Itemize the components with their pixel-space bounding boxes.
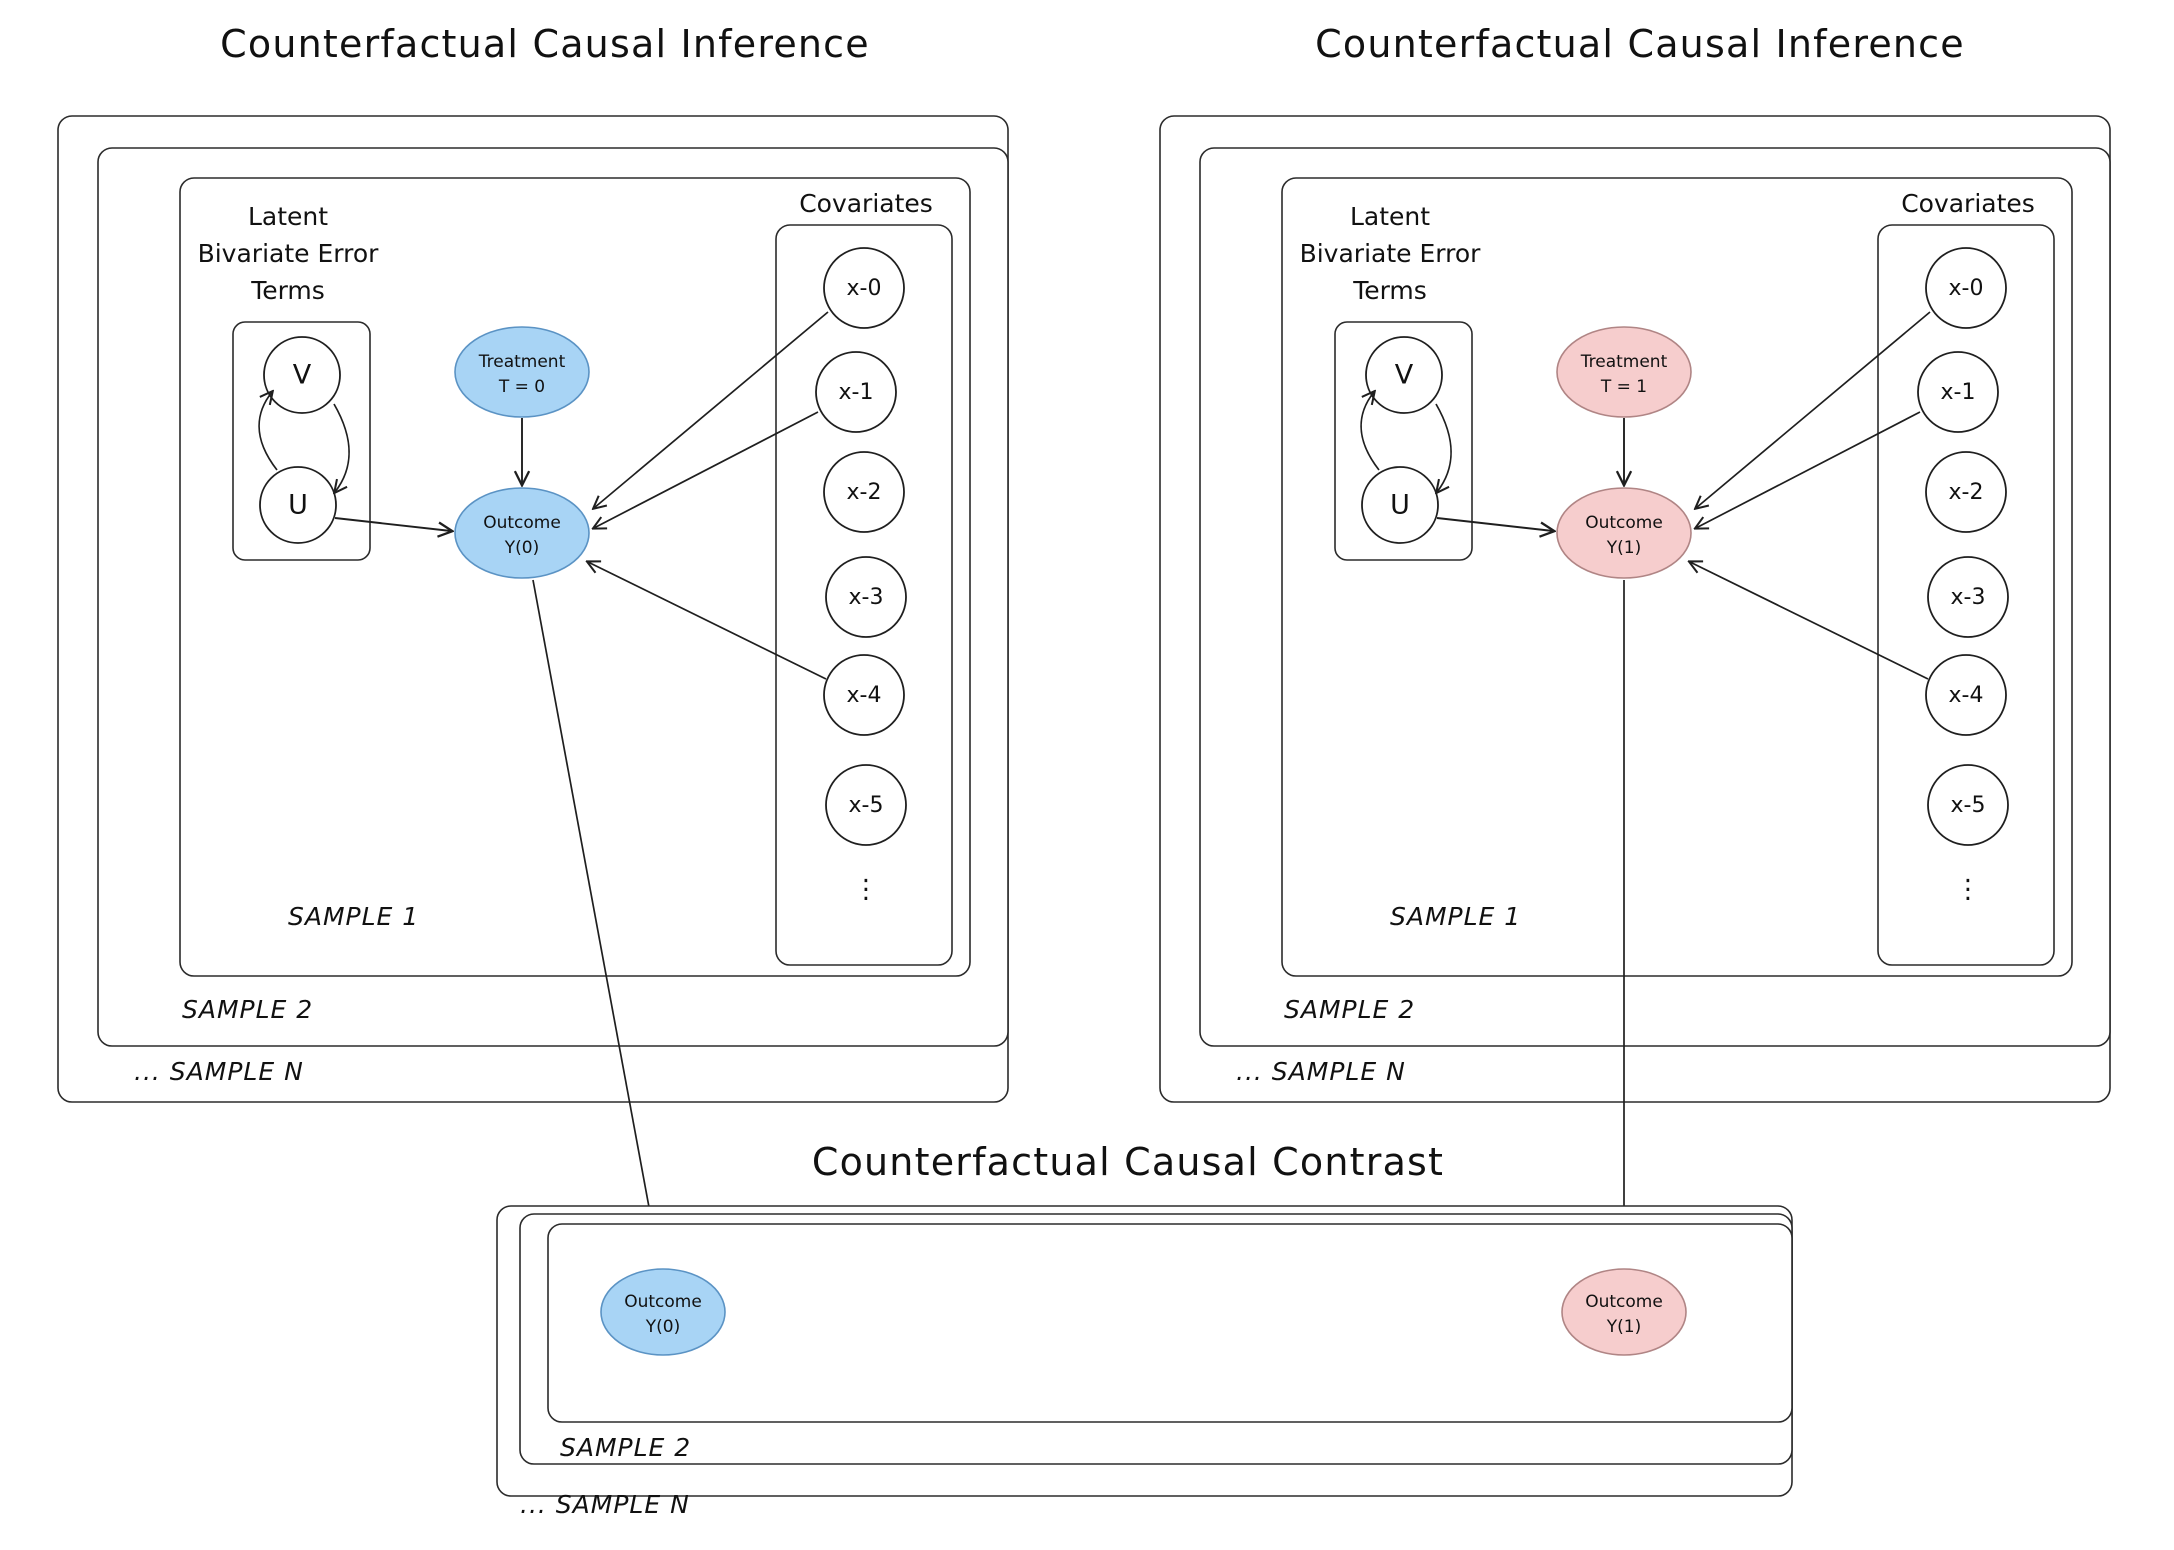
bottom-sample-2-label: SAMPLE 2 (560, 1433, 691, 1462)
left-treatment-node[interactable] (454, 326, 590, 418)
right-covariates-ellipsis: ⋮ (1955, 875, 1981, 905)
left-covariate-x0-label: x-0 (847, 276, 882, 301)
left-outcome-line2: Y(0) (504, 538, 539, 558)
right-latent-label-line2: Bivariate Error (1300, 239, 1482, 268)
left-edge-x4-outcome (588, 562, 827, 680)
right-latent-label-line1: Latent (1350, 202, 1430, 231)
right-covariates-label: Covariates (1901, 189, 2035, 218)
right-treatment-line2: T = 1 (1600, 377, 1647, 397)
bottom-outcome-control-line1: Outcome (624, 1292, 702, 1312)
left-covariate-x2-label: x-2 (847, 480, 882, 505)
left-edge-outcome-to-contrast (532, 579, 656, 1245)
left-latent-label-line3: Terms (250, 276, 325, 305)
left-treatment-line2: T = 0 (498, 377, 545, 397)
left-covariate-x4[interactable] (823, 654, 905, 736)
right-covariate-x2[interactable] (1925, 451, 2007, 533)
right-edge-x4-outcome (1690, 562, 1929, 680)
bottom-outcome-treated-node[interactable] (1561, 1268, 1687, 1356)
right-node-v[interactable] (1365, 336, 1443, 414)
right-panel-group: SAMPLE 1 SAMPLE 2 ... SAMPLE N Latent Bi… (1159, 115, 2111, 1245)
right-panel-title: Counterfactual Causal Inference (1315, 22, 1965, 66)
left-node-u-label: U (288, 490, 308, 521)
left-node-v-label: V (293, 360, 312, 391)
left-edge-x1-outcome (594, 411, 819, 528)
left-edge-x0-outcome (594, 311, 829, 508)
left-covariates-ellipsis: ⋮ (853, 875, 879, 905)
bottom-outcome-treated-line1: Outcome (1585, 1292, 1663, 1312)
left-covariate-x3[interactable] (825, 556, 907, 638)
left-covariate-x5[interactable] (825, 764, 907, 846)
right-node-u-label: U (1390, 490, 1410, 521)
bottom-outcome-control-node[interactable] (600, 1268, 726, 1356)
right-treatment-line1: Treatment (1580, 352, 1668, 372)
left-covariate-x4-label: x-4 (847, 683, 882, 708)
left-covariate-x0[interactable] (823, 247, 905, 329)
right-sample-2-label: SAMPLE 2 (1284, 995, 1415, 1024)
left-latent-label-line2: Bivariate Error (198, 239, 380, 268)
right-covariate-x3-label: x-3 (1951, 585, 1986, 610)
left-covariate-x1[interactable] (815, 351, 897, 433)
right-covariate-x2-label: x-2 (1949, 480, 1984, 505)
left-covariate-x1-label: x-1 (839, 380, 874, 405)
bottom-sample-1-frame (547, 1223, 1793, 1423)
left-latent-label-line1: Latent (248, 202, 328, 231)
bottom-outcome-control-line2: Y(0) (645, 1317, 680, 1337)
left-panel-group: SAMPLE 1 SAMPLE 2 ... SAMPLE N Latent Bi… (57, 115, 1009, 1245)
right-sample-n-label: ... SAMPLE N (1236, 1057, 1406, 1086)
right-covariate-x5-label: x-5 (1951, 793, 1986, 818)
right-outcome-line1: Outcome (1585, 513, 1663, 533)
right-sample-1-frame (1281, 177, 2073, 977)
bottom-panel-group: SAMPLE 2 ... SAMPLE N Outcome Y(0) Outco… (496, 1205, 1793, 1519)
bottom-outcome-treated-line2: Y(1) (1606, 1317, 1641, 1337)
right-covariate-x3[interactable] (1927, 556, 2009, 638)
right-covariate-x4[interactable] (1925, 654, 2007, 736)
right-sample-1-label: SAMPLE 1 (1390, 902, 1521, 931)
left-covariate-x3-label: x-3 (849, 585, 884, 610)
left-sample-2-label: SAMPLE 2 (182, 995, 313, 1024)
right-treatment-node[interactable] (1556, 326, 1692, 418)
right-covariate-x0[interactable] (1925, 247, 2007, 329)
bottom-sample-n-label: ... SAMPLE N (520, 1490, 690, 1519)
left-covariate-x2[interactable] (823, 451, 905, 533)
right-outcome-line2: Y(1) (1606, 538, 1641, 558)
left-outcome-line1: Outcome (483, 513, 561, 533)
left-covariates-label: Covariates (799, 189, 933, 218)
left-node-u[interactable] (259, 466, 337, 544)
right-covariate-x0-label: x-0 (1949, 276, 1984, 301)
bottom-panel-title: Counterfactual Causal Contrast (811, 1140, 1445, 1184)
right-node-u[interactable] (1361, 466, 1439, 544)
right-edge-u-outcome (1436, 517, 1553, 531)
right-latent-label-line3: Terms (1352, 276, 1427, 305)
left-sample-1-label: SAMPLE 1 (288, 902, 419, 931)
left-node-v[interactable] (263, 336, 341, 414)
right-edge-x0-outcome (1696, 311, 1931, 508)
right-covariate-x1-label: x-1 (1941, 380, 1976, 405)
right-outcome-node[interactable] (1556, 487, 1692, 579)
left-covariate-x5-label: x-5 (849, 793, 884, 818)
right-edge-x1-outcome (1696, 411, 1921, 528)
right-edge-v-to-u (1436, 403, 1452, 492)
right-covariate-x1[interactable] (1917, 351, 1999, 433)
right-node-v-label: V (1395, 360, 1414, 391)
left-sample-n-label: ... SAMPLE N (134, 1057, 304, 1086)
right-edge-u-to-v (1360, 392, 1380, 471)
right-covariate-x5[interactable] (1927, 764, 2009, 846)
left-sample-1-frame (179, 177, 971, 977)
left-outcome-node[interactable] (454, 487, 590, 579)
left-edge-u-outcome (334, 517, 451, 531)
left-edge-v-to-u (334, 403, 350, 492)
left-treatment-line1: Treatment (478, 352, 566, 372)
left-edge-u-to-v (258, 392, 278, 471)
left-panel-title: Counterfactual Causal Inference (220, 22, 870, 66)
right-covariate-x4-label: x-4 (1949, 683, 1984, 708)
